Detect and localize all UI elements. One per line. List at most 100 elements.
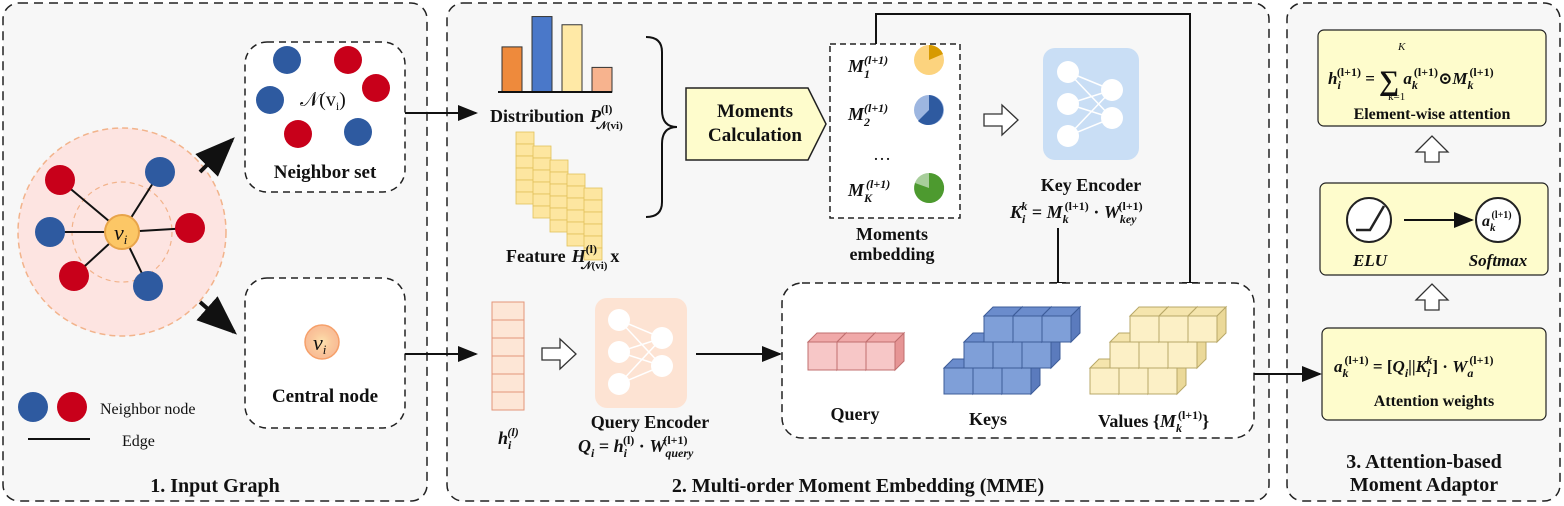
feature-cell	[583, 247, 603, 261]
h-vector-cell	[491, 355, 525, 375]
key-encoder-network	[1043, 48, 1139, 160]
arrow-to-central-node	[196, 296, 237, 335]
neighbor-set-label: Neighbor set	[274, 162, 377, 183]
center-node-label: vi	[114, 220, 128, 247]
distribution-bar	[561, 24, 583, 93]
h-vector-cell	[491, 301, 525, 321]
values-cubes	[1088, 305, 1228, 396]
feature-cell	[515, 191, 535, 205]
hollow-arrow-up-1	[1414, 135, 1450, 163]
center-node	[104, 214, 140, 250]
elu-icon	[1346, 197, 1392, 243]
feature-cell	[566, 173, 586, 187]
hollow-arrow-up-2	[1414, 283, 1450, 311]
feature-cell	[515, 167, 535, 181]
central-node-label: Central node	[272, 386, 378, 407]
h-vector-cell	[491, 337, 525, 357]
element-wise-formula: hi(l+1) = ∑ ak(l+1)⊙Mk(l+1)	[1328, 65, 1494, 97]
mme-title: 2. Multi-order Moment Embedding (MME)	[672, 475, 1044, 497]
adaptor-title-2: Moment Adaptor	[1350, 474, 1498, 496]
feature-cell	[532, 181, 552, 195]
h-vector-cell	[491, 373, 525, 393]
h-vector-cell	[491, 319, 525, 339]
keys-label: Keys	[969, 409, 1007, 429]
feature-cell	[549, 207, 569, 221]
feature-stack	[515, 131, 603, 261]
moments-embedding-label-1: Moments	[856, 224, 928, 244]
feature-cell	[532, 169, 552, 183]
query-encoder-label: Query Encoder	[591, 412, 710, 432]
feature-cell	[549, 183, 569, 197]
distribution-bar-chart	[501, 16, 613, 93]
moment-2-label: M2(l+1)	[847, 101, 888, 129]
arrow-moments-to-values	[875, 13, 1198, 302]
distribution-bar	[591, 66, 613, 93]
svg-text:Calculation: Calculation	[708, 125, 802, 146]
central-node-math: vi	[313, 330, 327, 357]
moments-embedding-label-2: embedding	[849, 244, 934, 264]
attention-formula: ak(l+1) = [Qi||Kik] · Wa(l+1)	[1334, 353, 1493, 380]
attention-weights-box: ak(l+1) = [Qi||Kik] · Wa(l+1) Attention …	[1321, 327, 1547, 421]
query-encoder-network	[595, 298, 687, 408]
feature-cell	[583, 187, 603, 201]
central-node-box: vi Central node	[244, 277, 406, 429]
svg-text:Moments: Moments	[717, 101, 793, 122]
softmax-label: Softmax	[1469, 251, 1528, 270]
feature-cell	[515, 143, 535, 157]
moment-1-pie	[914, 44, 944, 75]
merge-bracket	[645, 36, 678, 218]
moment-1-label: M1(l+1)	[847, 53, 888, 81]
h-vector	[491, 301, 525, 411]
moment-k-label: MK(l+1)	[847, 177, 890, 205]
feature-cell	[549, 171, 569, 185]
feature-cell	[566, 221, 586, 235]
input-graph-title: 1. Input Graph	[150, 475, 280, 497]
element-wise-label: Element-wise attention	[1354, 106, 1511, 123]
feature-cell	[583, 223, 603, 237]
feature-cell	[549, 219, 569, 233]
feature-cell	[566, 209, 586, 223]
key-encoder-label: Key Encoder	[1041, 175, 1142, 195]
key-encoder-formula: Kik = Mk(l+1) · Wkey(l+1)	[1009, 199, 1143, 226]
feature-cell	[532, 145, 552, 159]
neighbor-set-math: 𝒩(vi)	[300, 89, 346, 113]
query-label: Query	[831, 404, 880, 424]
svg-text:k=1: k=1	[1388, 91, 1405, 103]
element-wise-box: hi(l+1) = ∑ ak(l+1)⊙Mk(l+1) K k=1 Elemen…	[1317, 29, 1547, 127]
neighbor-node	[59, 261, 89, 291]
legend-neighbor-label: Neighbor node	[100, 401, 196, 418]
h-vector-cell	[491, 391, 525, 411]
legend: Neighbor node Edge	[18, 392, 196, 450]
neighbor-node	[45, 165, 75, 195]
legend-edge-label: Edge	[122, 433, 155, 450]
feature-cell	[583, 199, 603, 213]
distribution-bar	[501, 46, 523, 93]
feature-cell	[566, 233, 586, 247]
feature-cell	[515, 131, 535, 145]
query-encoder-formula: Qi = hi(l) · Wquery(l+1)	[578, 433, 694, 460]
feature-cell	[532, 157, 552, 171]
feature-cell	[549, 159, 569, 173]
feature-cell	[549, 195, 569, 209]
graph-cluster: vi	[17, 127, 227, 337]
moments-list-box: M1(l+1) M2(l+1) … MK(l+1)	[829, 43, 961, 219]
moments-dots: …	[873, 144, 891, 164]
distribution-bar	[531, 16, 553, 93]
elu-label: ELU	[1352, 251, 1388, 270]
attention-label: Attention weights	[1374, 393, 1494, 410]
adaptor-title-1: 3. Attention-based	[1346, 451, 1502, 473]
feature-cell	[532, 193, 552, 207]
moment-k-pie	[914, 172, 945, 203]
neighbor-set-box: 𝒩(vi) Neighbor set	[244, 41, 406, 193]
neighbor-node	[145, 157, 175, 187]
neighbor-node	[133, 271, 163, 301]
feature-cell	[583, 211, 603, 225]
moment-2-pie	[914, 95, 944, 125]
keys-cubes	[942, 305, 1082, 396]
neighbor-node	[175, 213, 205, 243]
moments-calculation-box: Moments Calculation	[685, 87, 827, 161]
neighbor-node	[35, 217, 65, 247]
